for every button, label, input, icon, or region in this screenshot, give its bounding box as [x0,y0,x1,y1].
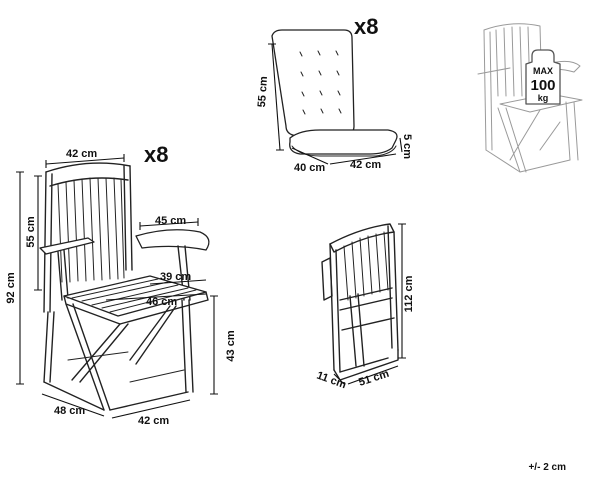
load-capacity-chair-drawing [477,23,583,173]
load-tag-value: 100 [530,77,555,94]
chair-quantity-label: x8 [144,142,168,167]
chair-top-width-label: 42 cm [66,148,97,160]
chair-base-depth-label: 48 cm [54,405,85,417]
cushion-drawing [271,29,398,157]
folded-thickness-label: 11 cm [315,370,348,392]
cushion-back-height-label: 55 cm [256,76,270,108]
cushion-width-label: 42 cm [350,159,381,171]
chair-seat-height-label: 43 cm [225,330,237,361]
load-tag-max: MAX [533,66,553,76]
cushion-dimension-lines [268,43,403,165]
load-weight-tag: MAX 100 kg [525,49,561,105]
folded-depth-label: 51 cm [357,368,391,389]
cushion-quantity-label: x8 [354,14,378,39]
cushion-depth-label: 40 cm [294,162,325,174]
chair-seat-depth-label: 39 cm [160,271,191,283]
folded-height-label: 112 cm [403,275,415,312]
folded-chair-drawing [321,223,399,381]
chair-base-width-label: 42 cm [138,415,169,427]
cushion-thickness-label: 5 cm [401,134,413,159]
folded-chair-dimension-lines [333,223,406,385]
chair-arm-length-label: 45 cm [155,215,186,227]
chair-main-dimension-lines [16,154,218,419]
chair-backrest-height-label: 55 cm [25,216,37,247]
chair-seat-width-label: 46 cm [146,296,177,308]
chair-main-drawing [39,162,210,411]
chair-total-height-label: 92 cm [5,272,17,303]
load-tag-unit: kg [538,93,549,103]
tolerance-note: +/- 2 cm [528,462,566,473]
